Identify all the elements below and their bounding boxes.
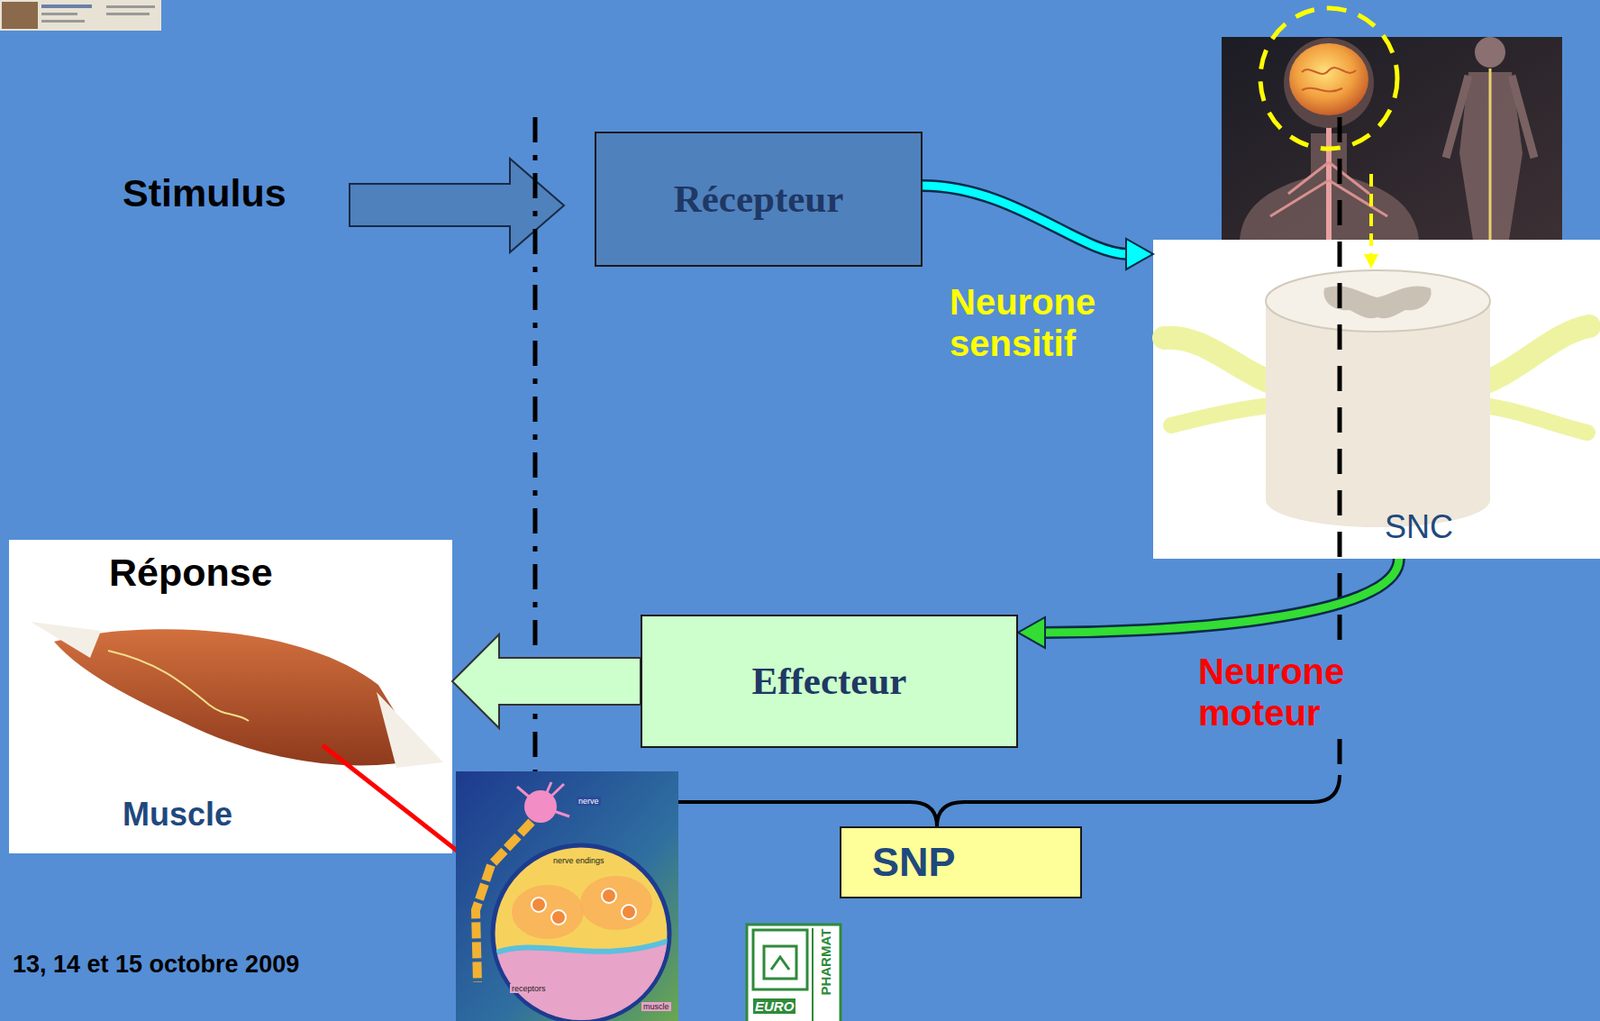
brain-image [1489,68,1492,240]
date-label: 13, 14 et 15 octobre 2009 [12,950,300,979]
stimulus-arrow [349,158,564,253]
node-text: Récepteur [673,176,845,221]
node-text: Muscle [122,795,233,833]
corner-logo [41,19,85,23]
connector-outline [922,185,1128,255]
brain-image [1221,36,1563,240]
image-caption: nerve endings [551,855,607,865]
brain-image [1289,43,1369,116]
junction-image [551,909,566,925]
snc-panel [1153,239,1600,559]
connector-outline [1043,558,1400,633]
label-holder: PHARMAT [792,954,860,970]
response-panel [376,691,444,768]
junction-image [493,941,672,1021]
highlight-marks [1260,8,1398,269]
response-panel [30,621,101,658]
arrowhead [1018,617,1046,648]
group-box: SNP [839,826,1082,899]
label-holder: EURO [753,998,796,1014]
publisher-logo [753,929,808,990]
logo-text: PHARMAT [818,928,834,996]
motor-arrow [1018,558,1400,648]
label-holder: receptors [509,983,548,993]
junction-image [493,875,672,1021]
label-holder: nerve endings [551,855,607,865]
brain-image [1474,36,1506,68]
label-holder: 13, 14 et 15 octobre 2009 [12,950,300,979]
process-box: Récepteur [594,131,923,267]
junction-image [493,939,672,954]
process-box: Effecteur [640,614,1019,748]
corner-logo [41,4,92,9]
highlight-marks [1260,8,1398,149]
publisher-logo [763,945,797,979]
response-panel [54,628,424,765]
image-caption: nerve [576,796,601,806]
arrowhead [1126,238,1154,270]
label-holder: Neurone moteur [1194,650,1384,734]
publisher-logo [746,924,841,1021]
brain-image [1326,117,1332,240]
image-caption: receptors [509,983,548,993]
logo-text: EURO [753,998,796,1014]
stimulus-arrow [349,158,564,253]
brain-image [1270,162,1388,217]
highlight-marks [1363,254,1379,269]
junction-image [580,875,653,930]
node-text: Effecteur [752,658,908,703]
sensory-arrow [922,185,1154,270]
illustration-panel: SNC [1153,239,1600,559]
junction-image [621,904,637,919]
junction-image [531,897,546,912]
publisher-logo [746,924,841,1021]
node-text: SNP [872,838,956,886]
corner-logo [106,12,150,16]
response-panel [9,539,453,854]
block-arrow [452,634,641,728]
edge-label: Neurone moteur [1194,650,1384,734]
brain-image [1283,37,1374,128]
stimulus-label: Stimulus [122,171,287,216]
corner-logo [106,5,155,9]
edge-label: Neurone sensitif [945,281,1136,364]
label-holder: Neurone sensitif [945,281,1136,364]
label-holder: muscle [641,1001,672,1011]
publisher-logo [811,927,814,1021]
label-holder: Stimulus [122,171,287,216]
junction-image [511,884,584,939]
node-text: Réponse [109,550,273,595]
snc-panel [1265,472,1491,528]
highlight-marks [1369,173,1373,255]
junction-image [524,790,557,823]
brain-image [1221,36,1563,240]
corner-logo [0,0,162,31]
connector-line [1043,558,1400,633]
response-panel [9,539,453,854]
corner-logo [1,1,38,29]
corner-logo [41,12,78,16]
corner-logo [0,0,162,31]
snc-panel [1265,270,1491,332]
connector-line [922,185,1128,255]
image-caption: muscle [641,1001,672,1011]
response-arrow [452,634,641,728]
junction-image [601,888,617,903]
node-text: SNC [1384,508,1454,546]
brain-image [1301,67,1356,91]
response-panel [108,650,249,721]
junction-image [455,771,679,1021]
illustration-panel: RéponseMuscle [9,539,453,854]
snc-panel [1153,239,1600,559]
label-holder: nerve [576,796,601,806]
